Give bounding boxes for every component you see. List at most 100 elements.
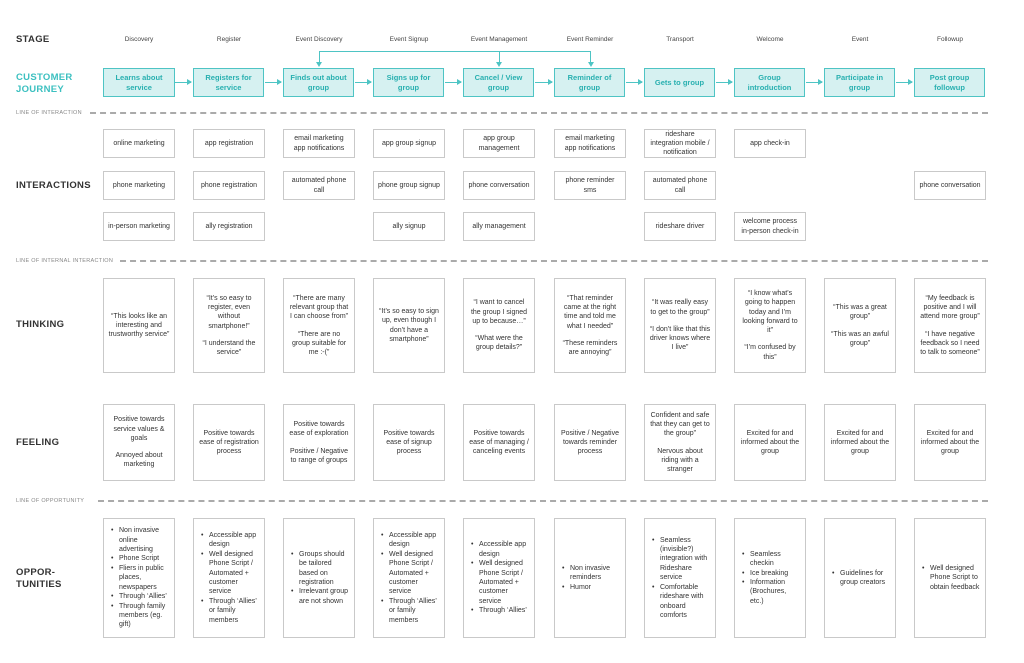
opportunity-item: Well designed Phone Script / Automated +… <box>380 550 440 597</box>
opportunity-card: Non invasive remindersHumor <box>554 518 626 638</box>
opportunity-item: Seamless (invisible?) integration with R… <box>651 536 711 583</box>
thinking-card: “This looks like an interesting and trus… <box>103 278 175 373</box>
thinking-quote: “It’s so easy to register, even without … <box>206 294 252 330</box>
loop-arrowhead-finds-out <box>315 62 322 67</box>
opportunity-item: Accessible app design <box>200 531 260 550</box>
thinking-quote: “I want to cancel the group I signed up … <box>470 299 528 325</box>
journey-arrow <box>535 79 553 85</box>
feeling-card: Confident and safe that they can get to … <box>644 404 716 481</box>
thinking-quote: “I know what’s going to happen today and… <box>742 290 798 335</box>
line-of-opportunity <box>98 500 988 502</box>
journey-arrow <box>175 79 192 85</box>
interaction-text: email marketing app notifications <box>564 135 616 152</box>
opportunity-list: Well designed Phone Script to obtain fee… <box>921 564 981 592</box>
opportunity-item: Well designed Phone Script to obtain fee… <box>921 564 981 592</box>
interaction-card: rideshare driver <box>644 212 716 241</box>
row-label-interactions: INTERACTIONS <box>16 180 91 191</box>
journey-step-line: Signs up for <box>386 72 431 82</box>
interaction-card: phone group signup <box>373 171 445 200</box>
journey-step-line: Learns about <box>115 72 163 82</box>
feeling-text: Positive / Negative to range of groups <box>290 447 348 464</box>
journey-step-line: Reminder of <box>567 72 612 82</box>
interaction-text: phone group signup <box>378 181 440 189</box>
row-label-stage: STAGE <box>16 34 50 45</box>
stage-name: Event <box>851 36 869 43</box>
feeling-card: Excited for and informed about the group <box>914 404 986 481</box>
feeling-text: Positive towards ease of registration pr… <box>199 429 259 456</box>
thinking-quote: “There are no group suitable for me :-(” <box>291 330 347 356</box>
thinking-quote: “There are many relevant group that I ca… <box>289 294 349 321</box>
opportunity-list: Accessible app designWell designed Phone… <box>470 540 530 616</box>
thinking-quote: “It’s so easy to sign up, even though I … <box>379 308 439 343</box>
feeling-text: Excited for and informed about the group <box>740 429 800 456</box>
thinking-quote: “I understand the service” <box>202 339 256 356</box>
thinking-quote: “What were the group details?” <box>475 335 523 352</box>
stage-name: Event Discovery <box>295 36 343 43</box>
row-label-opportunities-line1: OPPOR- <box>16 567 56 578</box>
opportunity-item: Well designed Phone Script / Automated +… <box>200 550 260 597</box>
interaction-text: phone conversation <box>468 181 530 189</box>
opportunity-item: Groups should be tailored based on regis… <box>290 550 350 588</box>
interaction-card: app group management <box>463 129 535 158</box>
journey-step-line: group <box>487 82 510 92</box>
loop-arrow-outer <box>319 51 591 63</box>
feeling-card: Excited for and informed about the group <box>734 404 806 481</box>
stage-name: Discovery <box>124 36 154 43</box>
stage-name: Event Management <box>470 36 528 43</box>
journey-step-line: Post group <box>929 72 970 82</box>
opportunity-item: Fliers in public places, newspapers <box>110 564 170 592</box>
interaction-text: rideshare driver <box>655 222 705 230</box>
line-of-opportunity-label: LINE OF OPPORTUNITY <box>16 498 85 504</box>
interaction-text: in-person marketing <box>108 222 170 230</box>
interaction-card: ally registration <box>193 212 265 241</box>
opportunity-item: Humor <box>561 583 621 593</box>
journey-step-line: Gets to group <box>654 77 705 87</box>
journey-step-line: Group <box>758 72 781 82</box>
journey-arrow <box>445 79 462 85</box>
journey-step[interactable]: Gets to group <box>644 68 715 97</box>
opportunity-item: Comfortable rideshare with onboard comfo… <box>651 583 711 621</box>
loop-arrowhead-reminder <box>587 62 594 67</box>
interaction-card: automated phone call <box>644 171 716 200</box>
opportunity-card: Accessible app designWell designed Phone… <box>373 518 445 638</box>
line-of-interaction-label: LINE OF INTERACTION <box>16 110 82 116</box>
loop-arrow-cancel-view <box>499 51 500 63</box>
feeling-text: Positive towards service values & goals <box>113 416 165 442</box>
opportunity-item: Information (Brochures, etc.) <box>741 578 801 606</box>
loop-arrowhead-cancel-view <box>495 62 502 67</box>
opportunity-card: Accessible app designWell designed Phone… <box>463 518 535 638</box>
interaction-card: rideshare integration mobile / notificat… <box>644 129 716 158</box>
opportunity-list: Groups should be tailored based on regis… <box>290 550 350 606</box>
journey-step-line: Registers for <box>205 72 252 82</box>
interaction-card: phone conversation <box>914 171 986 200</box>
opportunity-card: Guidelines for group creators <box>824 518 896 638</box>
opportunity-card: Well designed Phone Script to obtain fee… <box>914 518 986 638</box>
journey-arrow <box>716 79 733 85</box>
stage-name: Register <box>216 36 242 43</box>
interaction-text: app group signup <box>381 139 437 147</box>
interaction-card: welcome process in-person check-in <box>734 212 806 241</box>
opportunity-item: Guidelines for group creators <box>831 569 891 588</box>
interaction-card: phone conversation <box>463 171 535 200</box>
thinking-quote: “I’m confused by this” <box>744 344 796 361</box>
opportunity-item: Through ‘Allies’ or family members <box>380 597 440 625</box>
interaction-text: ally registration <box>205 222 253 230</box>
journey-step-line: Participate in <box>835 72 884 82</box>
row-label-customer-journey: CUSTOMER JOURNEY <box>16 72 73 96</box>
thinking-card: “It’s so easy to register, even without … <box>193 278 265 373</box>
interaction-card: app check-in <box>734 129 806 158</box>
